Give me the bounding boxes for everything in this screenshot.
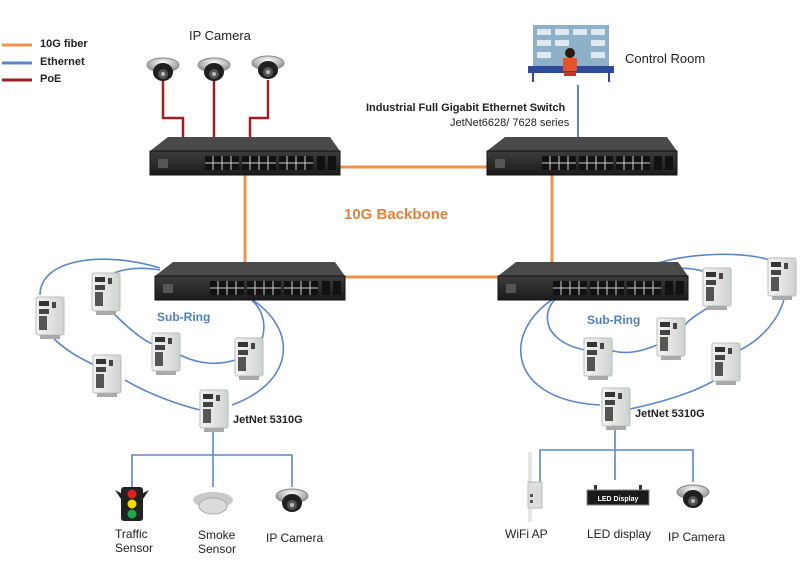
core-switch-top-left bbox=[149, 136, 341, 176]
left-subring-links bbox=[39, 258, 293, 487]
traffic-sensor-label-line2: Sensor bbox=[115, 541, 154, 555]
ip-camera-icon bbox=[146, 57, 180, 82]
subring-left-label: Sub-Ring bbox=[157, 310, 211, 324]
din-switch bbox=[711, 342, 741, 386]
din-switch bbox=[92, 354, 122, 398]
switch-title: Industrial Full Gigabit Ethernet Switch bbox=[366, 102, 566, 114]
smoke-sensor-label: Smoke Sensor bbox=[198, 528, 236, 556]
legend-ethernet-label: Ethernet bbox=[40, 56, 85, 68]
din-switch bbox=[702, 267, 732, 311]
top-cameras-label: IP Camera bbox=[189, 28, 251, 43]
din-switch bbox=[767, 257, 797, 301]
edge-switch-right-label: JetNet 5310G bbox=[635, 408, 705, 420]
fiber-backbone bbox=[243, 165, 554, 279]
edge-switch-left-label: JetNet 5310G bbox=[233, 414, 303, 426]
ip-camera-icon bbox=[251, 55, 285, 80]
control-room-icon bbox=[528, 25, 614, 82]
ip-camera-icon bbox=[197, 57, 231, 82]
ip-camera-right-label: IP Camera bbox=[668, 530, 726, 544]
control-room-label: Control Room bbox=[625, 51, 706, 66]
led-display-icon: LED Display bbox=[586, 485, 650, 506]
din-switch bbox=[151, 332, 181, 376]
switch-model: JetNet6628/ 7628 series bbox=[450, 117, 570, 129]
backbone-label: 10G Backbone bbox=[344, 206, 449, 223]
smoke-sensor-label-line2: Sensor bbox=[198, 542, 237, 556]
ip-camera-left-label: IP Camera bbox=[266, 531, 324, 545]
led-display-text: LED Display bbox=[598, 496, 639, 503]
smoke-sensor-icon bbox=[193, 492, 233, 515]
ip-camera-icon bbox=[676, 484, 710, 509]
led-display-label: LED display bbox=[587, 527, 652, 541]
din-switch bbox=[583, 337, 613, 381]
din-switch bbox=[234, 337, 264, 381]
traffic-sensor-label-line1: Traffic bbox=[115, 527, 148, 541]
smoke-sensor-label-line1: Smoke bbox=[198, 528, 236, 542]
din-switch bbox=[35, 296, 65, 340]
din-switch bbox=[656, 317, 686, 361]
ip-camera-icon bbox=[275, 488, 309, 513]
legend-fiber-label: 10G fiber bbox=[40, 38, 88, 50]
core-switch-mid-left bbox=[154, 261, 346, 301]
traffic-light-icon bbox=[115, 487, 149, 521]
core-switch-mid-right bbox=[497, 261, 689, 301]
core-switch-top-right bbox=[486, 136, 678, 176]
din-switch bbox=[91, 272, 121, 316]
legend-poe-label: PoE bbox=[40, 73, 62, 85]
wifi-ap-label: WiFi AP bbox=[505, 527, 548, 541]
din-switch bbox=[601, 387, 631, 431]
wifi-ap-icon bbox=[527, 452, 543, 522]
poe-links bbox=[161, 80, 270, 143]
din-switch bbox=[199, 389, 229, 433]
traffic-sensor-label: Traffic Sensor bbox=[115, 527, 153, 555]
subring-right-label: Sub-Ring bbox=[587, 313, 641, 327]
